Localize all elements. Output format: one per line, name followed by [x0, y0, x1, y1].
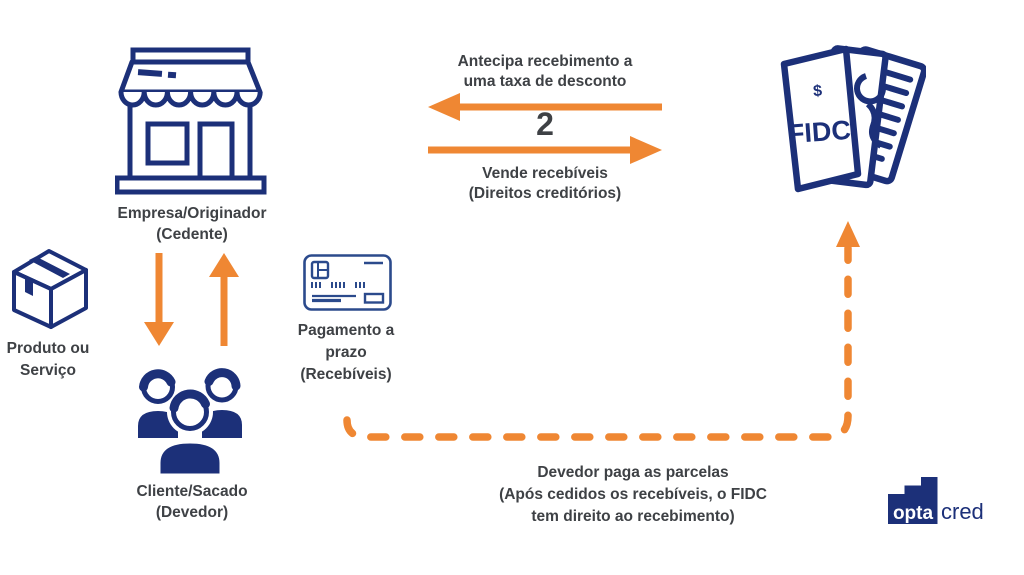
pagamento-label: Pagamento a prazo (Recebíveis)	[286, 320, 406, 386]
devedor-paga-line3: tem direito ao recebimento)	[531, 508, 735, 525]
dashed-path-arrowhead	[836, 221, 860, 247]
devedor-paga-line2: (Após cedidos os recebíveis, o FIDC	[499, 486, 767, 503]
produto-label-line2: Serviço	[19, 362, 76, 379]
antecipa-label: Antecipa recebimento a uma taxa de desco…	[420, 52, 670, 92]
step-number: 2	[536, 106, 554, 142]
fidc-dollar-symbol: $	[813, 83, 823, 101]
arrow-up-icon	[209, 253, 239, 346]
vende-label-line2: (Direitos creditórios)	[468, 185, 622, 202]
credit-card-icon	[303, 254, 392, 311]
arrow-left-icon	[428, 93, 662, 121]
cliente-label-line2: (Devedor)	[155, 504, 229, 521]
arrow-right-icon	[428, 136, 662, 164]
fidc-folder-icon: $ FIDC	[768, 40, 926, 200]
cliente-label-line1: Cliente/Sacado	[136, 483, 248, 500]
vende-label: Vende recebíveis (Direitos creditórios)	[420, 164, 670, 204]
pagamento-label-line2: prazo	[325, 344, 367, 361]
logo-text-cred: cred	[941, 499, 984, 524]
devedor-paga-label: Devedor paga as parcelas (Após cedidos o…	[433, 462, 833, 528]
empresa-label-line1: Empresa/Originador	[117, 205, 267, 222]
pagamento-label-line1: Pagamento a	[297, 322, 395, 339]
arrow-down-icon	[144, 253, 174, 346]
clients-group-icon	[125, 364, 255, 476]
pagamento-label-line3: (Recebíveis)	[300, 366, 392, 383]
produto-label: Produto ou Serviço	[0, 338, 96, 382]
optacred-logo: opta cred	[888, 477, 993, 527]
logo-text-opta: opta	[893, 503, 934, 524]
empresa-label-line2: (Cedente)	[156, 226, 228, 243]
fidc-label: FIDC	[787, 115, 852, 149]
package-icon	[6, 248, 88, 330]
produto-label-line1: Produto ou	[6, 340, 90, 357]
antecipa-label-line1: Antecipa recebimento a	[457, 53, 633, 70]
cliente-label: Cliente/Sacado (Devedor)	[92, 481, 292, 523]
devedor-paga-line1: Devedor paga as parcelas	[537, 464, 729, 481]
empresa-label: Empresa/Originador (Cedente)	[92, 203, 292, 245]
vende-label-line1: Vende recebíveis	[482, 165, 608, 182]
storefront-icon	[115, 45, 267, 197]
antecipa-label-line2: uma taxa de desconto	[463, 73, 627, 90]
